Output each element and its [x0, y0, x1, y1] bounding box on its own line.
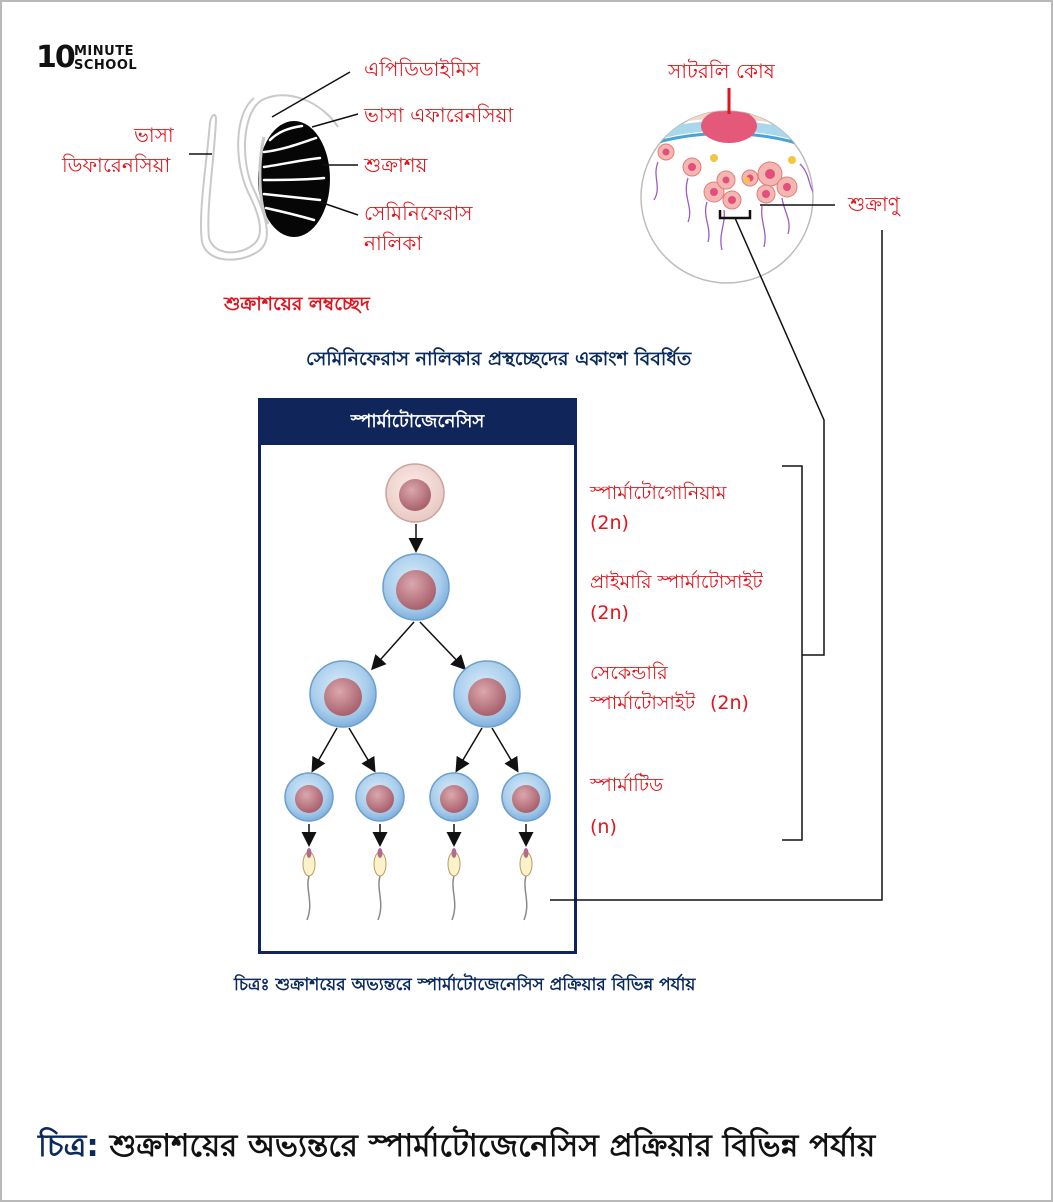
testis-caption: শুক্রাশয়ের লম্বচ্ছেদ: [224, 293, 370, 315]
label-seminiferous-line2: নালিকা: [364, 231, 423, 255]
spermatid-cell-4: [501, 772, 551, 822]
primary-spermatocyte-cell: [382, 553, 450, 621]
spermatogonium-cell: [385, 463, 445, 523]
bottom-title: চিত্র: শুক্রাশয়ের অভ্যন্তরে স্পার্মাটোজ…: [38, 1122, 875, 1174]
stage-secondary-spermatocyte-ploidy: (2n): [710, 692, 749, 714]
brand-word-2: SCHOOL: [74, 58, 138, 73]
stage-spermatid-name: স্পার্মাটিড: [590, 774, 664, 796]
sperm-cells: [302, 848, 533, 921]
spermatid-cell-2: [355, 772, 405, 822]
stage-spermatid-ploidy: (n): [590, 816, 617, 838]
label-seminiferous-line1: সেমিনিফেরাস: [364, 201, 473, 225]
spermatid-cell-3: [429, 772, 479, 822]
brand-number: 10: [36, 40, 76, 75]
stage-primary-spermatocyte-name: প্রাইমারি স্পার্মাটোসাইট: [590, 571, 763, 593]
secondary-spermatocyte-cell-right: [453, 660, 521, 728]
label-vas-efferentia: ভাসা এফারেনসিয়া: [364, 103, 514, 127]
figure-caption: চিত্রঃ শুক্রাশয়ের অভ্যন্তরে স্পার্মাটোজ…: [234, 975, 696, 995]
brand-logo: 10: [36, 40, 76, 75]
tubule-section-illustration: [640, 88, 835, 284]
spermatogenesis-panel: স্পার্মাটোজেনেসিস: [258, 398, 577, 954]
stage-spermatogonium-ploidy: (2n): [590, 512, 629, 534]
stage-secondary-spermatocyte-name-1: সেকেন্ডারি: [590, 662, 668, 684]
spermatid-cell-1: [284, 772, 334, 822]
brand-word-1: MINUTE: [74, 44, 134, 59]
panel-title: স্পার্মাটোজেনেসিস: [261, 401, 574, 445]
bottom-title-prefix: চিত্র:: [38, 1128, 99, 1164]
tubule-caption: সেমিনিফেরাস নালিকার প্রস্থচ্ছেদের একাংশ …: [306, 348, 692, 370]
brand-words: MINUTE SCHOOL: [74, 45, 137, 73]
label-sertoli-cell: সাটরলি কোষ: [668, 59, 775, 83]
stage-secondary-spermatocyte-name-2: স্পার্মাটোসাইট: [590, 692, 696, 714]
label-epididymis: এপিডিডাইমিস: [364, 57, 480, 81]
label-sperm: শুক্রাণু: [848, 192, 900, 216]
secondary-spermatocyte-cell-left: [309, 660, 377, 728]
label-vas-deferens-line2: ডিফারেনসিয়া: [62, 153, 171, 177]
label-testis: শুক্রাশয়: [364, 153, 428, 177]
bottom-title-text: শুক্রাশয়ের অভ্যন্তরে স্পার্মাটোজেনেসিস …: [98, 1128, 876, 1164]
stage-primary-spermatocyte-ploidy: (2n): [590, 602, 629, 624]
label-vas-deferens-line1: ভাসা: [134, 123, 174, 147]
connector-lines: [550, 217, 883, 901]
testis-section-illustration: [199, 94, 339, 261]
spermatogenesis-lineage: [284, 463, 551, 921]
testis-leader-lines: [189, 71, 359, 216]
stage-spermatogonium-name: স্পার্মাটোগোনিয়াম: [590, 482, 727, 504]
